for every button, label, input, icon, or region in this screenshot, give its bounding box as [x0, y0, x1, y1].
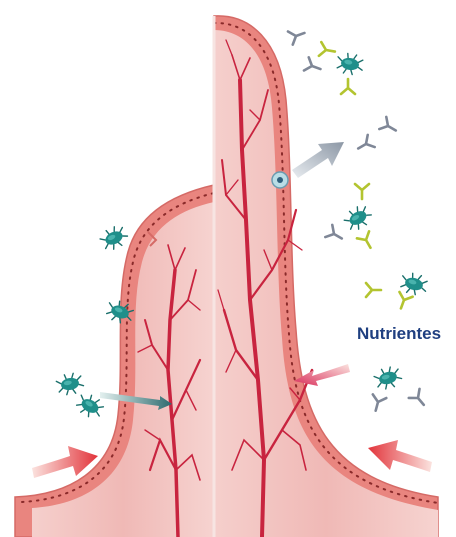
antibody-y-icon: [341, 79, 355, 94]
bacterium-icon: [342, 203, 375, 233]
antibody-y-icon: [325, 225, 345, 245]
antibody-y-icon: [379, 117, 399, 137]
right-red-flow-arrow: [368, 440, 432, 472]
antibody-y-icon: [355, 135, 375, 155]
bacterium-icon: [55, 372, 84, 396]
gray-transport-arrow: [292, 142, 344, 178]
antibody-y-icon: [409, 389, 429, 409]
bacterium-icon: [373, 365, 403, 391]
antibody-y-icon: [304, 57, 323, 75]
antibody-y-icon: [366, 283, 381, 297]
bacterium-icon: [98, 223, 130, 252]
nutrients-arrow: [294, 364, 350, 386]
bacterium-icon: [335, 52, 364, 76]
antibody-y-icon: [355, 184, 369, 199]
bacterium-icon: [399, 271, 429, 297]
antibody-y-icon: [369, 394, 386, 412]
antibody-y-icon: [357, 231, 377, 251]
antibody-y-icon: [319, 42, 336, 58]
transported-cell: [272, 172, 288, 188]
antibody-y-icon: [394, 292, 412, 311]
nutrients-label: Nutrientes: [357, 324, 441, 344]
antibody-y-icon: [288, 26, 307, 44]
